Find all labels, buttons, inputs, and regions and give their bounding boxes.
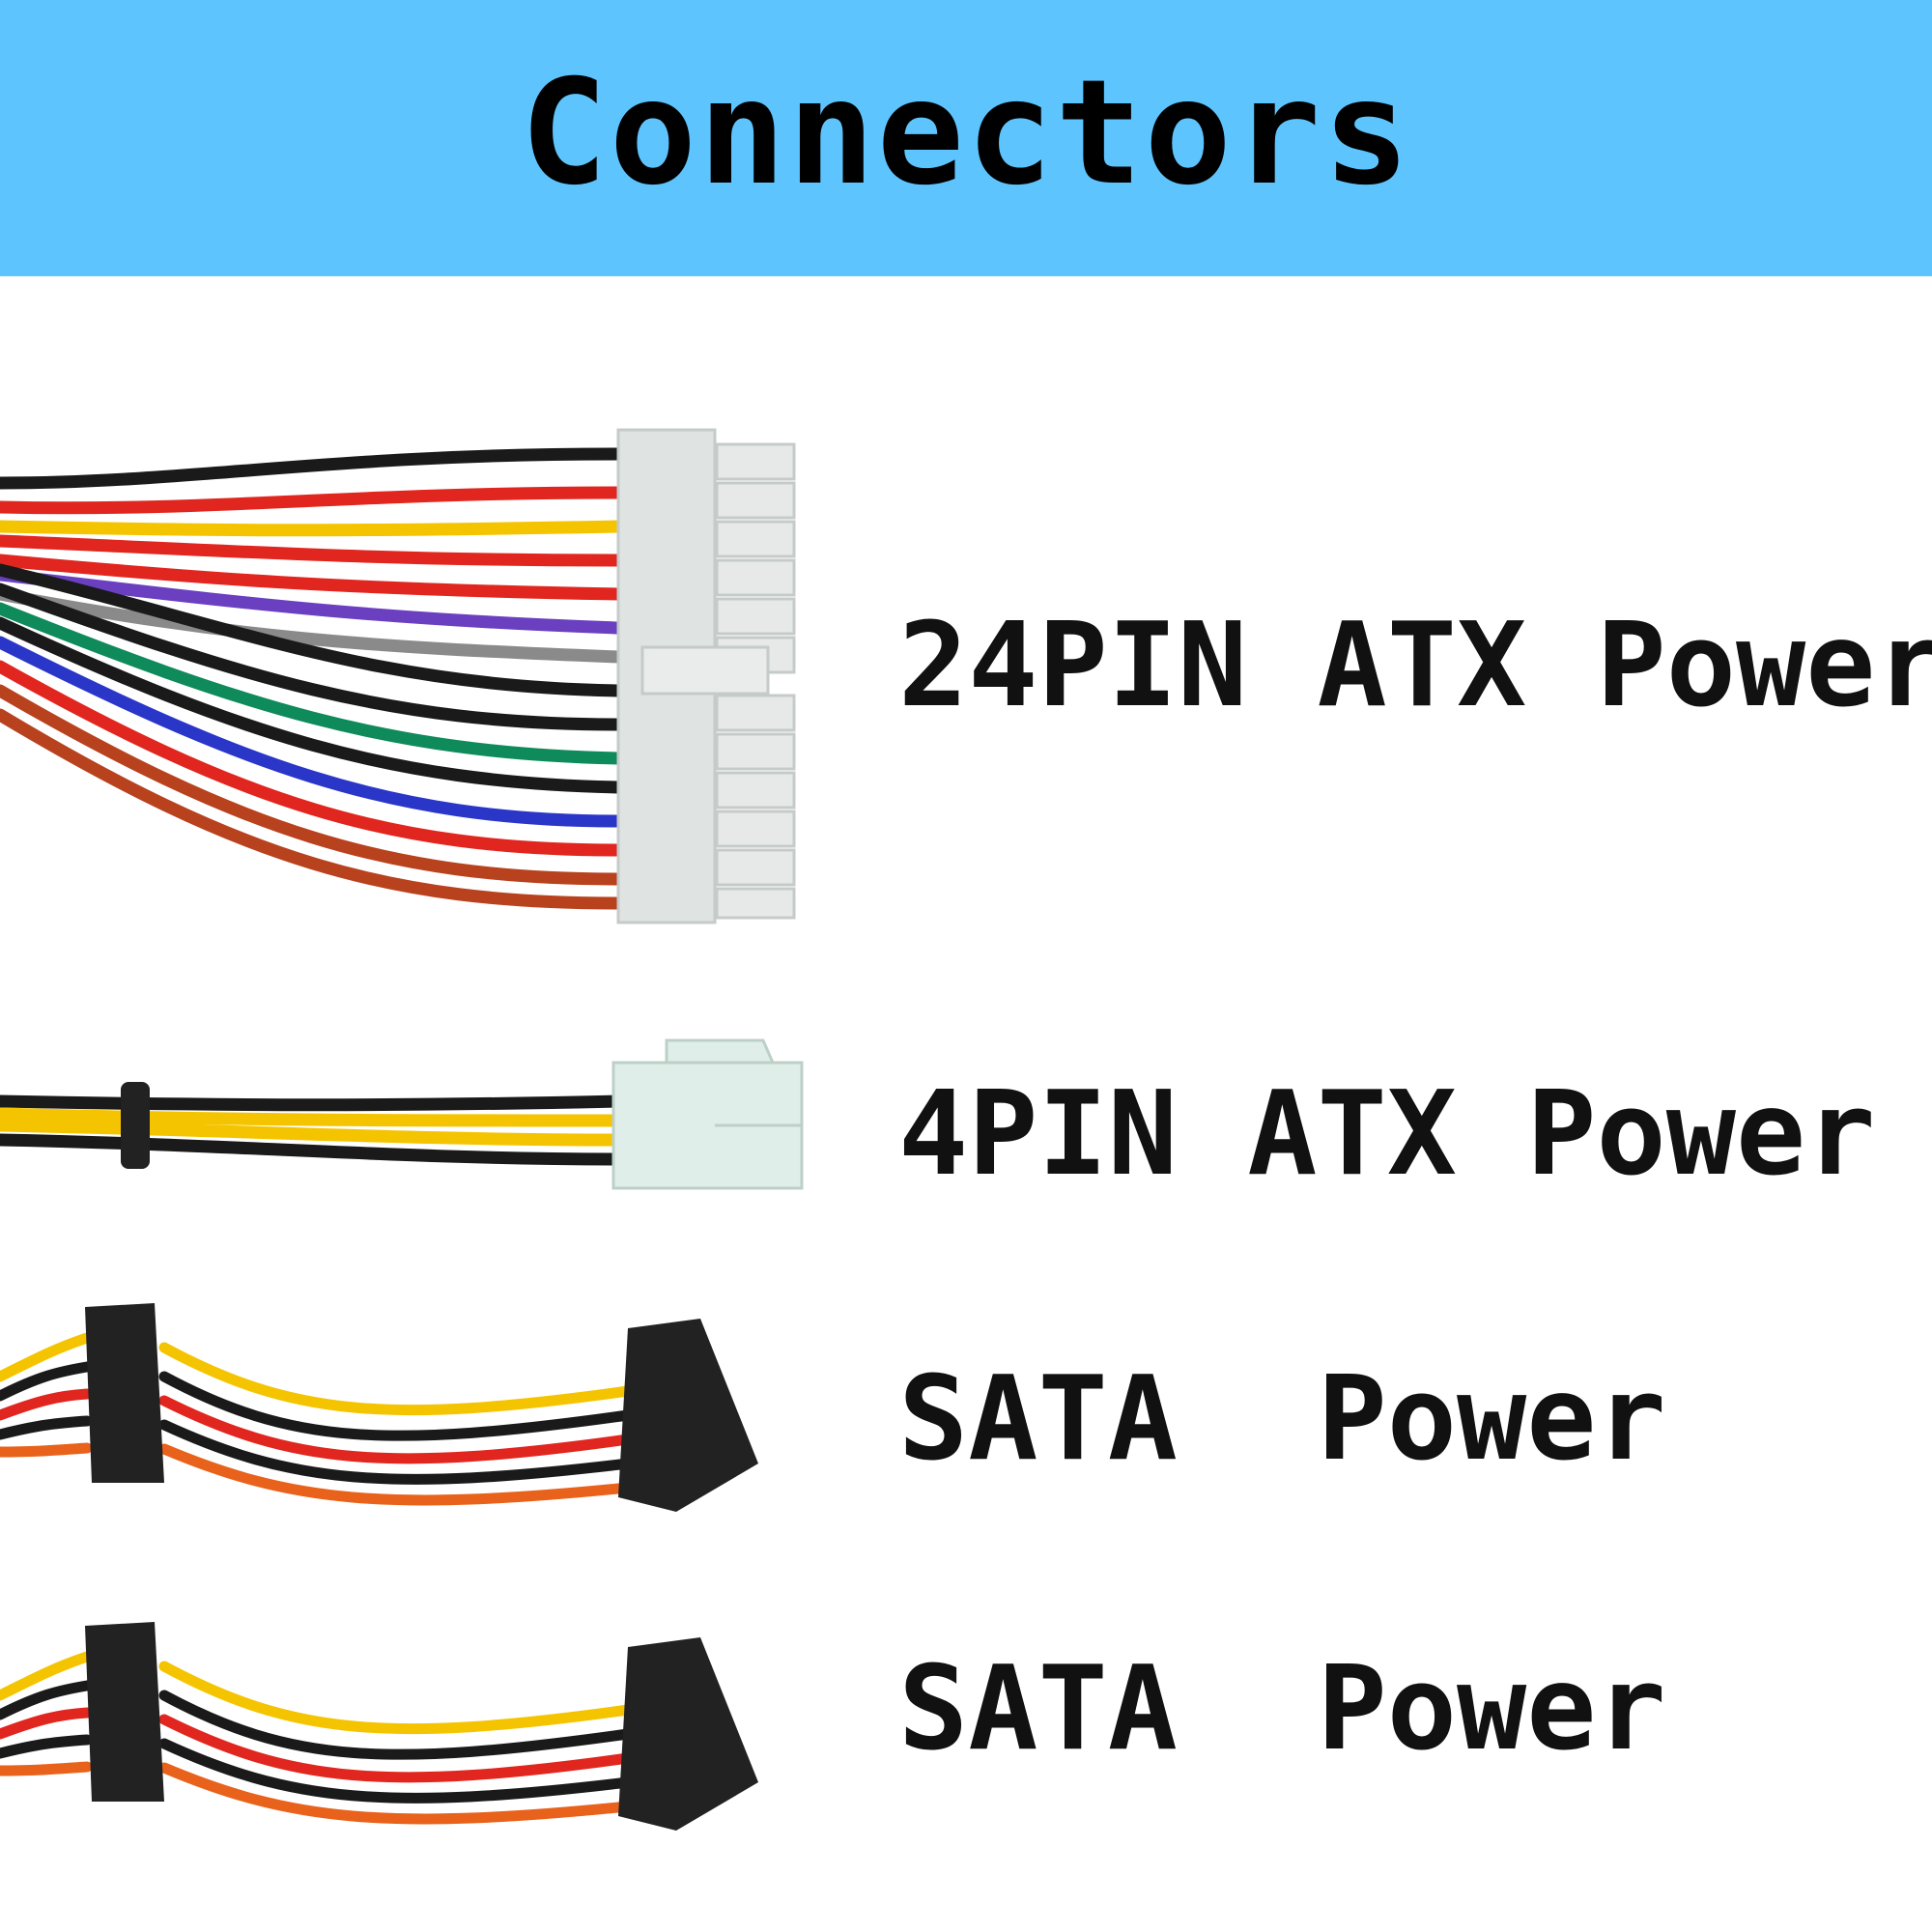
connector-label-sata-1: SATA Power: [898, 1352, 1666, 1487]
connector-label-sata-2: SATA Power: [898, 1642, 1666, 1776]
sata-power-cable-icon: [0, 1303, 758, 1512]
connector-label-4pin: 4PIN ATX Power: [898, 1067, 1876, 1202]
sata-power-cable-icon: [0, 1622, 758, 1831]
page-title: Connectors: [520, 49, 1412, 217]
connector-label-24pin: 24PIN ATX Power: [898, 599, 1932, 733]
header-banner: Connectors: [0, 0, 1932, 276]
atx-4pin-connector-icon: [0, 1038, 804, 1190]
atx-24pin-connector-icon: [0, 428, 796, 924]
